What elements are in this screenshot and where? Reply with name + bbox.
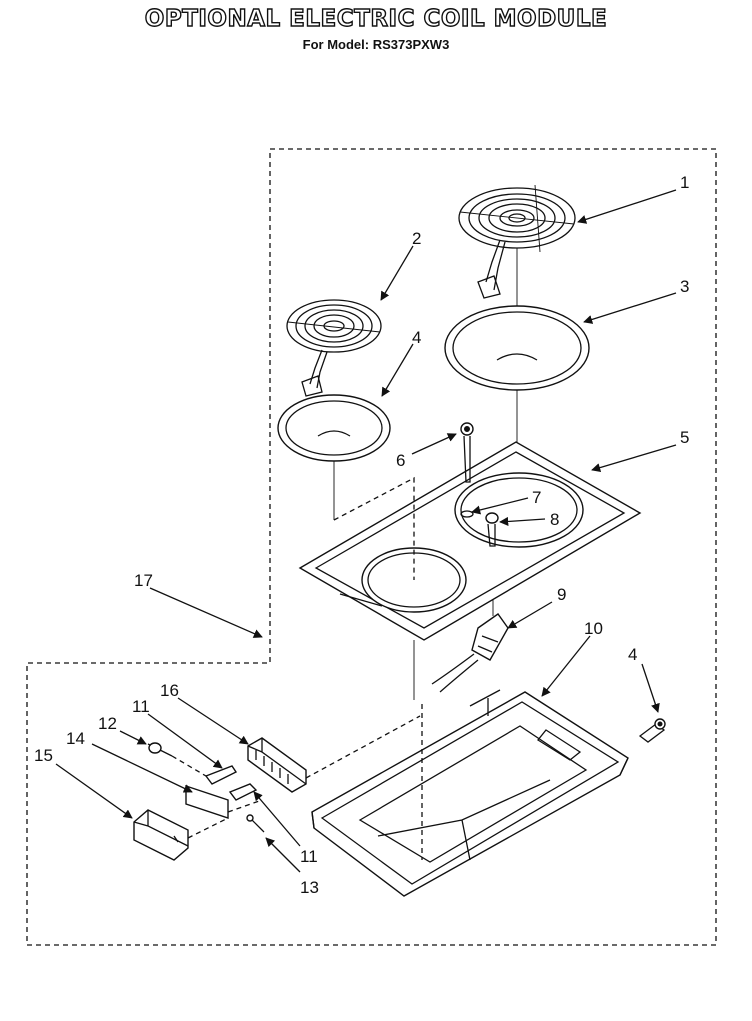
mounting-screw bbox=[460, 422, 474, 518]
callout-16: 16 bbox=[160, 681, 179, 700]
page-title: OPTIONAL ELECTRIC COIL MODULE bbox=[144, 5, 608, 32]
wire-clip-lower bbox=[228, 783, 258, 801]
callout-4-lower: 4 bbox=[628, 645, 637, 664]
large-coil-element bbox=[458, 184, 576, 370]
callout-12: 12 bbox=[98, 714, 117, 733]
leader-lines bbox=[55, 189, 677, 873]
terminal-block bbox=[247, 715, 421, 793]
burner-box bbox=[311, 640, 629, 897]
small-coil-element bbox=[286, 299, 382, 397]
callout-13: 13 bbox=[300, 878, 319, 897]
box-screw bbox=[638, 718, 666, 743]
callout-7: 7 bbox=[532, 488, 541, 507]
callout-3: 3 bbox=[680, 277, 689, 296]
callout-14: 14 bbox=[66, 729, 85, 748]
ground-screw bbox=[147, 742, 207, 777]
callout-4-upper: 4 bbox=[412, 328, 421, 347]
model-subtitle: For Model: RS373PXW3 bbox=[302, 37, 450, 52]
callout-6: 6 bbox=[396, 451, 405, 470]
callout-1: 1 bbox=[680, 173, 689, 192]
callout-10: 10 bbox=[584, 619, 603, 638]
callout-5: 5 bbox=[680, 428, 689, 447]
module-boundary-dashed bbox=[26, 148, 717, 946]
callout-9: 9 bbox=[557, 585, 566, 604]
mounting-bracket bbox=[185, 785, 263, 819]
large-drip-bowl bbox=[444, 305, 590, 500]
nut bbox=[485, 512, 499, 547]
module-trim-frame bbox=[298, 441, 642, 641]
wire-harness bbox=[431, 600, 509, 693]
small-screw bbox=[246, 814, 265, 833]
callout-2: 2 bbox=[412, 229, 421, 248]
callout-8: 8 bbox=[550, 510, 559, 529]
wire-clip-upper bbox=[204, 765, 238, 785]
receptacle-housing bbox=[133, 809, 229, 861]
callout-17: 17 bbox=[134, 571, 153, 590]
callout-11-lower: 11 bbox=[300, 847, 318, 866]
callout-15: 15 bbox=[34, 746, 53, 765]
small-drip-bowl bbox=[277, 394, 391, 520]
callout-11-upper: 11 bbox=[132, 697, 150, 716]
